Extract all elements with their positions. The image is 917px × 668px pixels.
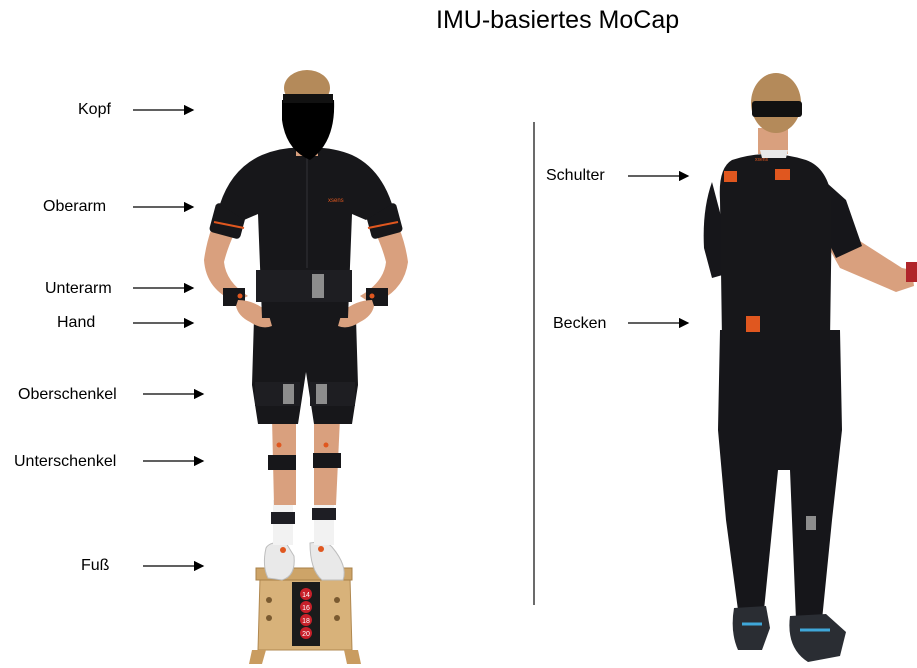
box-number: 14 <box>302 592 310 599</box>
right-foot-strap <box>312 508 336 520</box>
pelvis-sensor <box>312 274 324 298</box>
suit-brand-text: xsens <box>328 198 344 204</box>
back-left-shoe <box>733 606 770 650</box>
head-strap <box>283 94 333 103</box>
right-shank-strap <box>313 453 341 468</box>
shoulder-sensor-right <box>775 169 790 180</box>
back-person-figure: xsens <box>704 73 917 662</box>
left-foot-strap <box>271 512 295 524</box>
back-right-shoe <box>789 614 846 662</box>
left-shank-strap <box>268 455 296 470</box>
box-number: 16 <box>302 605 310 612</box>
pelvis-belt <box>256 270 352 302</box>
shoulder-sensor-left <box>724 171 737 182</box>
front-person-figure: xsens <box>204 70 408 664</box>
box-number: 20 <box>302 631 310 638</box>
left-shoe <box>264 543 294 580</box>
back-head-strap <box>752 101 802 117</box>
box-number: 18 <box>302 618 310 625</box>
label-arrows <box>133 110 688 566</box>
pelvis-sensor-back <box>746 316 760 332</box>
back-shank-sensor <box>806 516 816 530</box>
right-thigh-sensor <box>316 384 327 404</box>
left-thigh-sensor <box>283 384 294 404</box>
